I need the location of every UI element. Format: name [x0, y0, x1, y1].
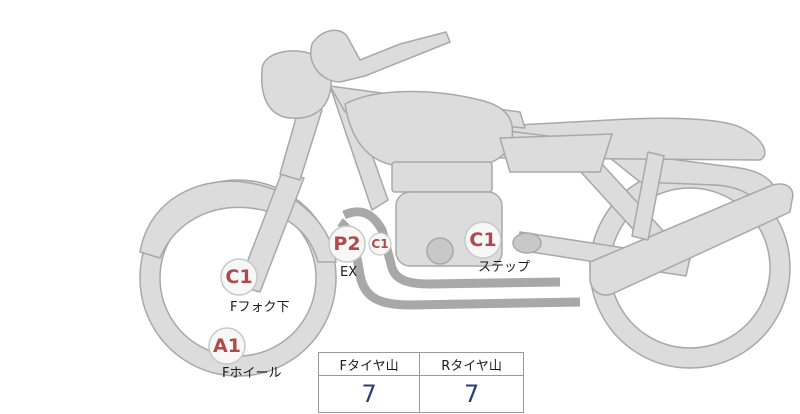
exhaust-pipe-upper — [342, 207, 561, 289]
rear-tire-tread-header: Rタイヤ山 — [419, 352, 524, 376]
badge-c1-ex-small[interactable]: C1 — [368, 232, 392, 256]
label-front-fork-lower: Fフォク下 — [230, 300, 289, 315]
badge-c1-fork-code: C1 — [225, 266, 252, 288]
label-step: ステップ — [478, 260, 530, 275]
badge-c1-fork[interactable]: C1 — [220, 258, 258, 296]
badge-c1-ex-small-code: C1 — [371, 237, 388, 251]
engine-cover — [426, 237, 454, 265]
badge-a1-wheel[interactable]: A1 — [208, 327, 246, 365]
engine-cylinder — [391, 161, 493, 193]
badge-p2-ex[interactable]: P2 — [328, 225, 366, 263]
rear-shock — [631, 151, 665, 241]
tire-tread-value-row: 7 7 — [317, 375, 524, 413]
front-tire-tread-header: Fタイヤ山 — [317, 352, 421, 376]
front-fender — [139, 180, 337, 263]
handlebar — [309, 29, 451, 83]
footrest — [512, 232, 542, 254]
tire-tread-header-row: Fタイヤ山 Rタイヤ山 — [317, 352, 524, 376]
label-ex: EX — [340, 265, 357, 280]
badge-c1-step-code: C1 — [469, 229, 496, 251]
badge-c1-step[interactable]: C1 — [464, 221, 502, 259]
muffler — [589, 183, 794, 296]
rear-tire-tread-value: 7 — [419, 375, 524, 413]
headlight — [260, 50, 332, 119]
badge-p2-ex-code: P2 — [333, 233, 360, 255]
tire-tread-table: Fタイヤ山 Rタイヤ山 7 7 — [317, 352, 524, 413]
badge-a1-wheel-code: A1 — [213, 335, 241, 357]
front-tire-tread-value: 7 — [317, 375, 421, 413]
label-front-wheel: Fホイール — [222, 366, 281, 381]
side-cover — [499, 133, 613, 173]
